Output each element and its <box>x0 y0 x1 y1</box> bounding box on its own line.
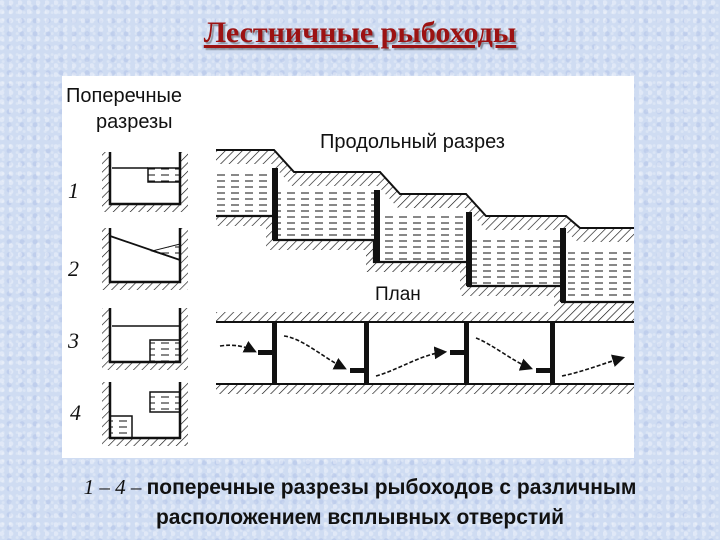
caption-line-1: 1 – 4 – поперечные разрезы рыбоходов с р… <box>0 472 720 503</box>
caption-text-1: поперечные разрезы рыбоходов с различным <box>146 476 637 499</box>
fish-ladder-figure: Поперечные разрезы Продольный разрез Пла… <box>62 76 634 458</box>
section-number-3: 3 <box>67 328 79 353</box>
plan-view <box>216 312 634 394</box>
caption-line-2: расположением всплывных отверстий <box>155 506 565 529</box>
cross-section-4 <box>102 382 188 446</box>
cross-section-3 <box>102 308 188 370</box>
figure-caption: 1 – 4 – поперечные разрезы рыбоходов с р… <box>0 472 720 533</box>
section-number-2: 2 <box>68 256 79 281</box>
cross-sections-label-2: разрезы <box>96 111 173 133</box>
caption-dash: – <box>125 475 147 499</box>
cross-section-2 <box>102 228 188 290</box>
longitudinal-section-label: Продольный разрез <box>320 131 505 153</box>
longitudinal-section <box>216 149 634 312</box>
cross-sections-label: Поперечные <box>66 85 182 107</box>
slide-title: Лестничные рыбоходы <box>203 16 517 49</box>
plan-label: План <box>375 284 421 305</box>
caption-numbers: 1 – 4 <box>83 475 126 499</box>
section-number-1: 1 <box>68 178 79 203</box>
section-number-4: 4 <box>70 400 81 425</box>
cross-section-1 <box>102 152 188 212</box>
